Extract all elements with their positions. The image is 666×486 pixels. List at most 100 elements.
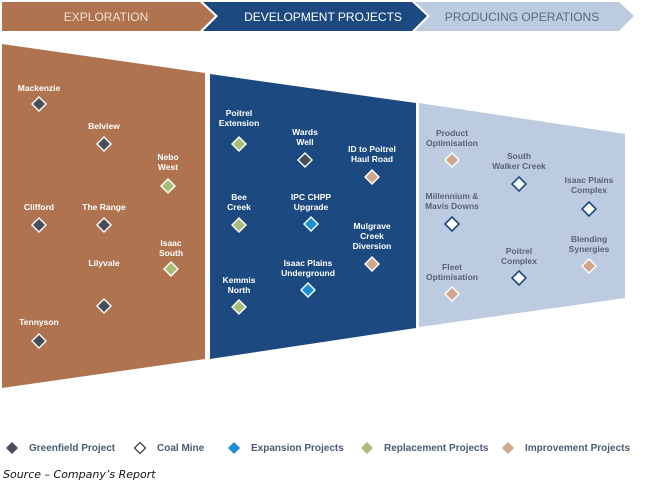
project-label-line: North bbox=[228, 285, 251, 295]
coal-mine-diamond-icon bbox=[443, 215, 461, 233]
project-label-line: Upgrade bbox=[294, 202, 329, 212]
stage-chevron-exploration bbox=[2, 2, 215, 31]
project-label-line: Kemmis bbox=[222, 275, 255, 285]
project-label-line: Fleet bbox=[442, 262, 462, 272]
replacement-diamond-icon bbox=[163, 261, 179, 277]
stage-header: EXPLORATION DEVELOPMENT PROJECTS PRODUCI… bbox=[2, 2, 634, 31]
legend-label-improvement: Improvement Projects bbox=[525, 442, 631, 454]
project-label-line: Mulgrave bbox=[353, 221, 391, 231]
project-label-line: Lilyvale bbox=[88, 258, 119, 268]
project-label-line: Wards bbox=[292, 127, 318, 137]
project-label: Lilyvale bbox=[88, 258, 119, 268]
greenfield-diamond-icon bbox=[6, 442, 18, 454]
project-label-line: IPC CHPP bbox=[291, 192, 331, 202]
project-label-line: Clifford bbox=[24, 202, 54, 212]
greenfield-diamond-icon bbox=[31, 96, 47, 112]
legend-item-coal-mine: Coal Mine bbox=[133, 438, 204, 458]
project-label-line: Underground bbox=[281, 268, 335, 278]
replacement-diamond-icon bbox=[231, 217, 247, 233]
project-label-line: Mavis Downs bbox=[425, 201, 479, 211]
stage-chevron-producing bbox=[415, 2, 634, 31]
legend-label-greenfield: Greenfield Project bbox=[29, 442, 116, 454]
project-label-line: Haul Road bbox=[351, 154, 393, 164]
project-clifford: Clifford bbox=[24, 202, 54, 233]
project-label-line: Nebo bbox=[157, 152, 178, 162]
expansion-diamond-icon bbox=[300, 282, 316, 298]
project-label-line: Optimisation bbox=[426, 138, 478, 148]
project-label-line: Poitrel bbox=[506, 246, 532, 256]
project-label-line: Synergies bbox=[569, 244, 610, 254]
project-label-line: South bbox=[159, 248, 183, 258]
project-belview: Belview bbox=[88, 121, 120, 152]
greenfield-diamond-icon bbox=[31, 333, 47, 349]
greenfield-diamond-icon bbox=[297, 152, 313, 168]
greenfield-diamond-icon bbox=[31, 217, 47, 233]
improvement-diamond-icon bbox=[581, 258, 597, 274]
source-note: Source – Company’s Report bbox=[3, 468, 156, 481]
replacement-diamond-icon bbox=[361, 442, 373, 454]
coal-mine-diamond-icon bbox=[133, 441, 147, 455]
project-label-line: The Range bbox=[82, 202, 126, 212]
project-label-line: Mackenzie bbox=[18, 83, 61, 93]
coal-mine-diamond-icon bbox=[580, 200, 598, 218]
stage-label-producing: PRODUCING OPERATIONS bbox=[445, 10, 599, 24]
project-the-range: The Range bbox=[82, 202, 126, 233]
project-label-line: Blending bbox=[571, 234, 607, 244]
project-label-line: Isaac bbox=[160, 238, 182, 248]
replacement-diamond-icon bbox=[231, 299, 247, 315]
project-label-line: ID to Poitrel bbox=[348, 144, 396, 154]
greenfield-diamond-icon bbox=[96, 298, 112, 314]
greenfield-diamond-icon bbox=[96, 217, 112, 233]
legend-label-coal-mine: Coal Mine bbox=[157, 442, 205, 454]
project-label-line: Poitrel bbox=[226, 108, 252, 118]
improvement-diamond-icon bbox=[444, 286, 460, 302]
coal-mine-diamond-icon bbox=[510, 269, 528, 287]
expansion-diamond-icon bbox=[228, 442, 240, 454]
project-label-line: West bbox=[158, 162, 178, 172]
project-label: Millennium &Mavis Downs bbox=[425, 191, 479, 211]
project-label: Mackenzie bbox=[18, 83, 61, 93]
improvement-diamond-icon bbox=[364, 169, 380, 185]
improvement-diamond-icon bbox=[502, 442, 514, 454]
project-lilyvale: Lilyvale bbox=[88, 258, 120, 314]
improvement-diamond-icon bbox=[444, 152, 460, 168]
legend-label-replacement: Replacement Projects bbox=[384, 442, 489, 454]
project-label-line: Creek bbox=[227, 202, 251, 212]
project-millennium-mavis-downs: Millennium &Mavis Downs bbox=[425, 191, 479, 233]
producing-panel bbox=[419, 103, 625, 327]
project-label-line: Tennyson bbox=[19, 317, 59, 327]
project-label-line: Complex bbox=[501, 256, 537, 266]
project-label-line: Walker Creek bbox=[492, 161, 546, 171]
stage-label-development: DEVELOPMENT PROJECTS bbox=[244, 10, 402, 24]
legend-item-greenfield: Greenfield Project bbox=[5, 438, 115, 458]
expansion-diamond-icon bbox=[303, 216, 319, 232]
stage-label-exploration: EXPLORATION bbox=[64, 10, 148, 24]
project-label-line: Belview bbox=[88, 121, 120, 131]
project-label-line: Complex bbox=[571, 185, 607, 195]
project-label-line: Product bbox=[436, 128, 468, 138]
project-label: Clifford bbox=[24, 202, 54, 212]
replacement-diamond-icon bbox=[231, 136, 247, 152]
project-label: The Range bbox=[82, 202, 126, 212]
